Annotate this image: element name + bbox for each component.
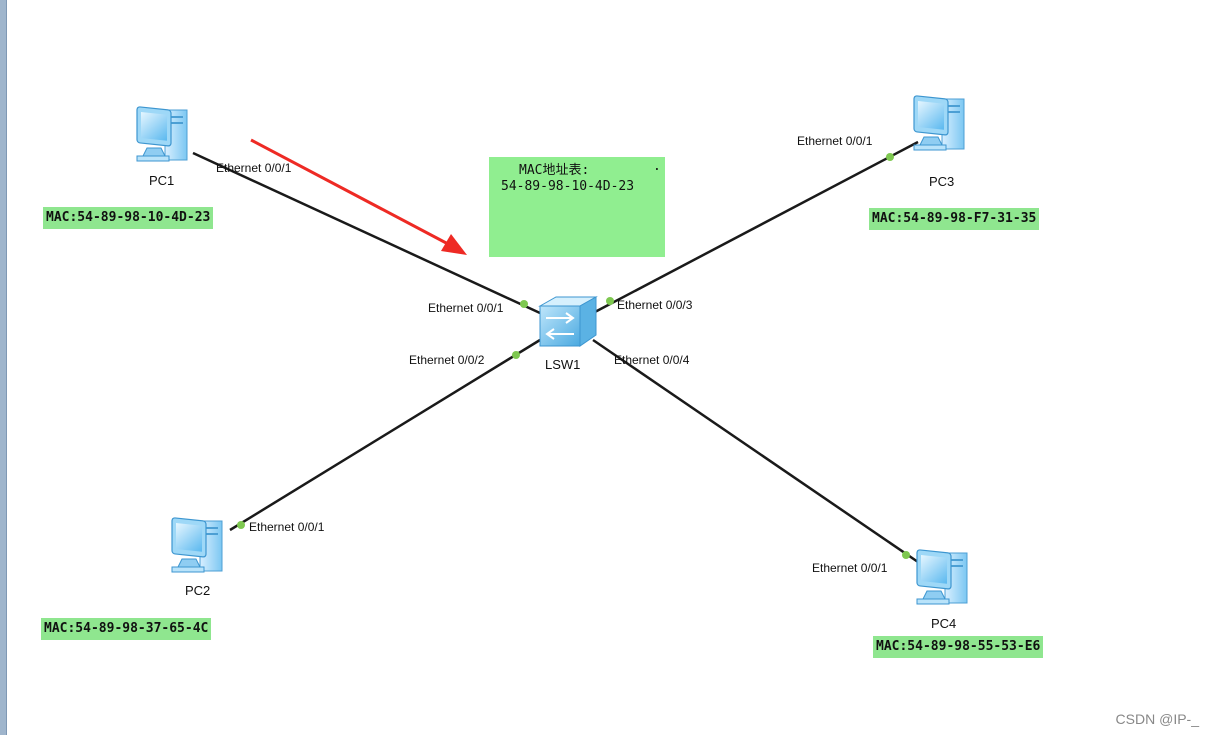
lsw1-port1-label: Ethernet 0/0/1 xyxy=(428,301,504,315)
mac-table-entry: 54-89-98-10-4D-23 xyxy=(501,179,635,194)
pc2-mac-label: MAC:54-89-98-37-65-4C xyxy=(41,618,212,640)
pc3-port-label: Ethernet 0/0/1 xyxy=(797,134,873,148)
switch-icon[interactable] xyxy=(538,296,598,347)
port-dot xyxy=(237,521,245,529)
link-pc3-lsw1 xyxy=(592,140,919,315)
mac-address-table: MAC地址表: . 54-89-98-10-4D-23 xyxy=(489,157,665,257)
port-dot xyxy=(886,153,894,161)
lsw1-port3-label: Ethernet 0/0/3 xyxy=(617,298,693,312)
port-dots xyxy=(237,153,910,559)
window-left-border xyxy=(0,0,7,735)
pc-computer-icon[interactable] xyxy=(171,517,223,573)
mac-table-dot: . xyxy=(653,159,661,174)
pc3-mac-label: MAC:54-89-98-F7-31-35 xyxy=(869,208,1040,230)
mac-table-title: MAC地址表: xyxy=(519,163,590,178)
pc4-port-label: Ethernet 0/0/1 xyxy=(812,561,888,575)
pc2-port-label: Ethernet 0/0/1 xyxy=(249,520,325,534)
pc-computer-icon[interactable] xyxy=(913,95,965,151)
port-dot xyxy=(606,297,614,305)
pc1-label: PC1 xyxy=(149,173,175,188)
pc4-mac-label: MAC:54-89-98-55-53-E6 xyxy=(873,636,1044,658)
watermark: CSDN @IP-_ xyxy=(1115,711,1199,727)
pc4-label: PC4 xyxy=(931,616,957,631)
lsw1-port2-label: Ethernet 0/0/2 xyxy=(409,353,485,367)
pc1-mac-label: MAC:54-89-98-10-4D-23 xyxy=(43,207,214,229)
pc1-port-label: Ethernet 0/0/1 xyxy=(216,161,292,175)
pc-computer-icon[interactable] xyxy=(916,549,968,605)
port-dot xyxy=(902,551,910,559)
red-arrow xyxy=(250,138,467,255)
port-dot xyxy=(520,300,528,308)
lsw1-label: LSW1 xyxy=(545,357,581,372)
pc-computer-icon[interactable] xyxy=(136,106,188,162)
link-pc4-lsw1 xyxy=(592,338,919,564)
pc2-label: PC2 xyxy=(185,583,211,598)
pc3-label: PC3 xyxy=(929,174,955,189)
link-pc1-lsw1 xyxy=(192,151,541,315)
port-dot xyxy=(512,351,520,359)
link-pc2-lsw1 xyxy=(229,338,541,532)
network-links xyxy=(192,140,919,564)
lsw1-port4-label: Ethernet 0/0/4 xyxy=(614,353,690,367)
